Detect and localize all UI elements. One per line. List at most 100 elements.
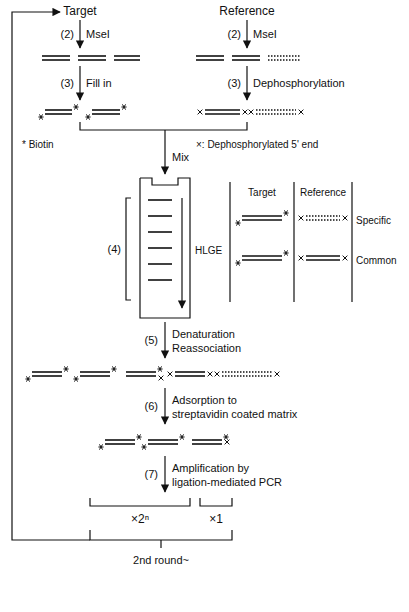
step-label: Dephosphorylation bbox=[253, 77, 345, 89]
panel-divider bbox=[351, 182, 352, 302]
biotin-mark bbox=[112, 366, 115, 371]
dna-strand bbox=[78, 55, 106, 57]
mix-line bbox=[80, 122, 247, 130]
dna-strand bbox=[126, 371, 156, 373]
dna-strand bbox=[105, 439, 135, 441]
dna-strand bbox=[242, 259, 282, 261]
dna-strand bbox=[42, 55, 70, 57]
flow-arrow bbox=[181, 198, 182, 308]
dna-strand bbox=[45, 113, 72, 115]
dna-strand bbox=[42, 59, 70, 61]
dna-strand bbox=[268, 59, 300, 61]
biotin-mark bbox=[64, 366, 67, 371]
biotin-mark bbox=[99, 444, 102, 449]
biotin-mark bbox=[158, 366, 161, 371]
row-label: Common bbox=[356, 255, 397, 266]
gel-outline bbox=[140, 178, 190, 318]
dna-strand bbox=[192, 443, 222, 445]
biotin-mark bbox=[86, 114, 89, 119]
dna-strand bbox=[196, 55, 224, 57]
dephospho-mark bbox=[159, 376, 164, 381]
dna-strand bbox=[32, 375, 62, 377]
dna-strand bbox=[175, 371, 205, 373]
biotin-mark bbox=[142, 444, 145, 449]
amplification-bracket bbox=[90, 498, 190, 506]
biotin-mark bbox=[180, 434, 183, 439]
biotin-mark bbox=[284, 250, 287, 255]
dna-strand bbox=[306, 215, 340, 217]
biotin-mark bbox=[99, 444, 102, 449]
biotin-mark bbox=[39, 114, 42, 119]
factor-label: ×1 bbox=[209, 513, 223, 526]
dna-strand bbox=[196, 59, 224, 61]
dna-strand bbox=[32, 371, 62, 373]
dephospho-mark bbox=[299, 110, 304, 115]
dephospho-mark bbox=[225, 440, 230, 445]
biotin-mark bbox=[137, 434, 140, 439]
flow-arrow bbox=[246, 66, 247, 100]
biotin-mark bbox=[112, 366, 115, 371]
dna-strand bbox=[80, 375, 110, 377]
loop-arrow bbox=[12, 12, 90, 540]
dna-strand bbox=[192, 439, 222, 441]
dephospho-mark bbox=[159, 376, 164, 381]
dna-strand bbox=[148, 443, 178, 445]
flow-arrow bbox=[164, 456, 165, 492]
step-label: streptavidin coated matrix bbox=[172, 408, 297, 420]
biotin-mark bbox=[284, 210, 287, 215]
dephospho-mark bbox=[198, 110, 203, 115]
dna-strand bbox=[242, 215, 282, 217]
biotin-mark bbox=[180, 434, 183, 439]
factor-label: ×2ⁿ bbox=[131, 513, 149, 526]
amplification-bracket bbox=[200, 498, 232, 506]
round-bracket bbox=[160, 540, 161, 548]
dna-strand bbox=[232, 55, 260, 57]
biotin-mark bbox=[236, 220, 239, 225]
dephospho-mark bbox=[299, 216, 304, 221]
dephospho-mark bbox=[343, 256, 348, 261]
biotin-mark bbox=[26, 376, 29, 381]
gel-band bbox=[148, 247, 172, 249]
step-number: (3) bbox=[228, 77, 241, 89]
biotin-mark bbox=[74, 104, 77, 109]
step-label: Mix bbox=[172, 151, 189, 163]
dna-strand bbox=[242, 255, 282, 257]
key-note: * Biotin bbox=[22, 139, 54, 150]
column-header: Target bbox=[248, 187, 276, 198]
illustration bbox=[12, 12, 352, 548]
loop-label: 2nd round~ bbox=[133, 554, 189, 566]
dephospho-mark bbox=[299, 216, 304, 221]
dephospho-mark bbox=[225, 440, 230, 445]
biotin-mark bbox=[224, 434, 227, 439]
dna-strand bbox=[232, 59, 260, 61]
dna-strand bbox=[205, 113, 240, 115]
step-label: Fill in bbox=[86, 77, 112, 89]
row-label: Specific bbox=[356, 215, 391, 226]
dna-strand bbox=[45, 109, 72, 111]
step-number: (2) bbox=[61, 28, 74, 40]
dna-strand bbox=[175, 375, 205, 377]
flow-arrow bbox=[164, 322, 165, 358]
dna-strand bbox=[148, 439, 178, 441]
biotin-mark bbox=[284, 210, 287, 215]
step-label: Amplification by bbox=[172, 462, 249, 474]
dna-strand bbox=[242, 219, 282, 221]
round-bracket bbox=[90, 530, 232, 540]
dephospho-mark bbox=[215, 372, 220, 377]
dephospho-mark bbox=[343, 256, 348, 261]
biotin-mark bbox=[158, 366, 161, 371]
biotin-mark bbox=[236, 260, 239, 265]
biotin-mark bbox=[142, 444, 145, 449]
biotin-mark bbox=[26, 376, 29, 381]
enzyme-name: MseI bbox=[86, 28, 110, 40]
biotin-mark bbox=[236, 260, 239, 265]
dna-strand bbox=[114, 59, 140, 61]
step-number: (2) bbox=[228, 28, 241, 40]
dephospho-mark bbox=[243, 110, 248, 115]
dephospho-mark bbox=[343, 216, 348, 221]
column-header: Reference bbox=[300, 187, 346, 198]
dephospho-mark bbox=[299, 256, 304, 261]
biotin-mark bbox=[122, 104, 125, 109]
